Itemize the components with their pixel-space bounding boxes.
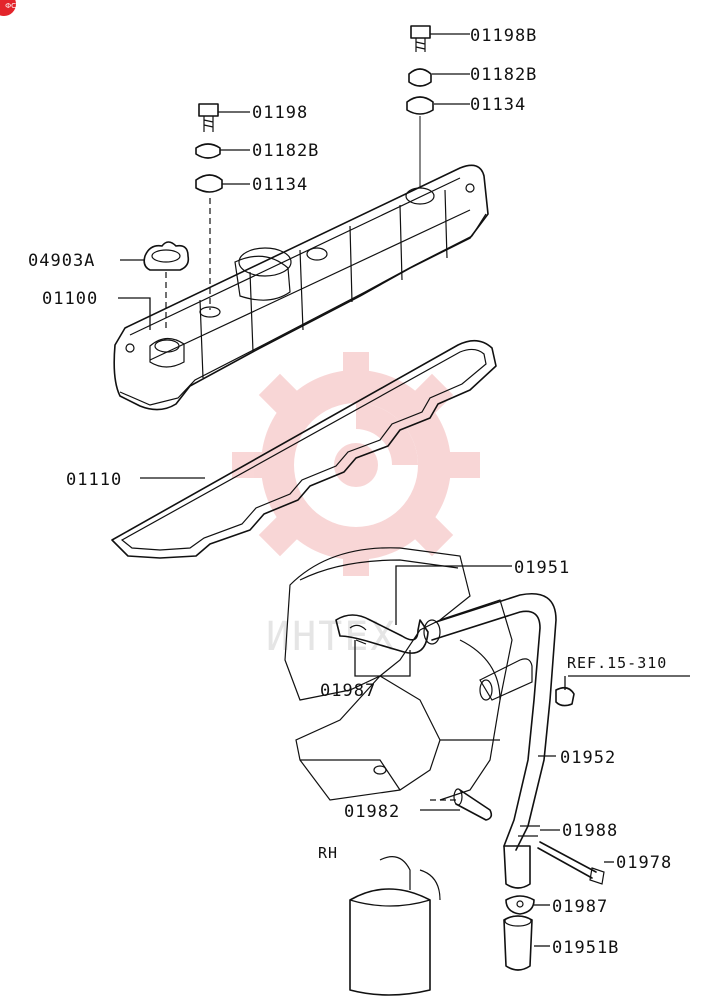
grommet-01134-mid-drawing	[195, 174, 223, 193]
clamp-01987-bottom-drawing	[505, 895, 535, 915]
label-rh: RH	[318, 844, 338, 862]
breather-hose-01951-drawing	[335, 614, 441, 654]
hose-clamp-01988-drawing	[518, 825, 540, 837]
rocker-cover-drawing	[113, 164, 489, 411]
label-01182B-mid: 01182B	[252, 141, 319, 161]
label-01110: 01110	[66, 470, 122, 490]
label-01951B: 01951B	[552, 938, 619, 958]
label-01134-top: 01134	[470, 95, 526, 115]
label-01198: 01198	[252, 103, 308, 123]
label-01988: 01988	[562, 821, 618, 841]
grommet-01134-top-drawing	[406, 96, 434, 115]
label-01182B-top: 01182B	[470, 65, 537, 85]
label-01952: 01952	[560, 748, 616, 768]
grommet-ref-drawing	[555, 686, 575, 707]
bolt-01198-drawing	[198, 103, 219, 132]
label-01100: 01100	[42, 289, 98, 309]
label-01978: 01978	[616, 853, 672, 873]
engine-block-drawing	[284, 547, 533, 801]
bolt-01978-drawing	[537, 841, 605, 885]
nipple-01982-drawing	[430, 788, 493, 821]
label-01987-left: 01987	[320, 681, 376, 701]
oil-filter-rh-drawing	[349, 856, 441, 996]
label-01982: 01982	[344, 802, 400, 822]
label-01951: 01951	[514, 558, 570, 578]
watermark-logo	[232, 352, 480, 576]
oil-filler-cap-drawing	[143, 241, 190, 271]
label-04903A: 04903A	[28, 251, 95, 271]
label-01134-mid: 01134	[252, 175, 308, 195]
hose-01951B-lower-drawing	[503, 845, 533, 971]
washer-01182B-mid-drawing	[195, 143, 221, 159]
label-01987-bottom: 01987	[552, 897, 608, 917]
bolt-01198B-drawing	[410, 25, 431, 52]
label-01198B: 01198B	[470, 26, 537, 46]
breather-pipe-01952-drawing	[431, 593, 557, 851]
washer-01182B-top-drawing	[408, 68, 432, 87]
leader-lines	[118, 33, 690, 947]
corner-badge: ФС	[0, 0, 16, 16]
rocker-cover-gasket-drawing	[111, 339, 497, 559]
label-ref-15-310: REF.15-310	[567, 654, 667, 672]
